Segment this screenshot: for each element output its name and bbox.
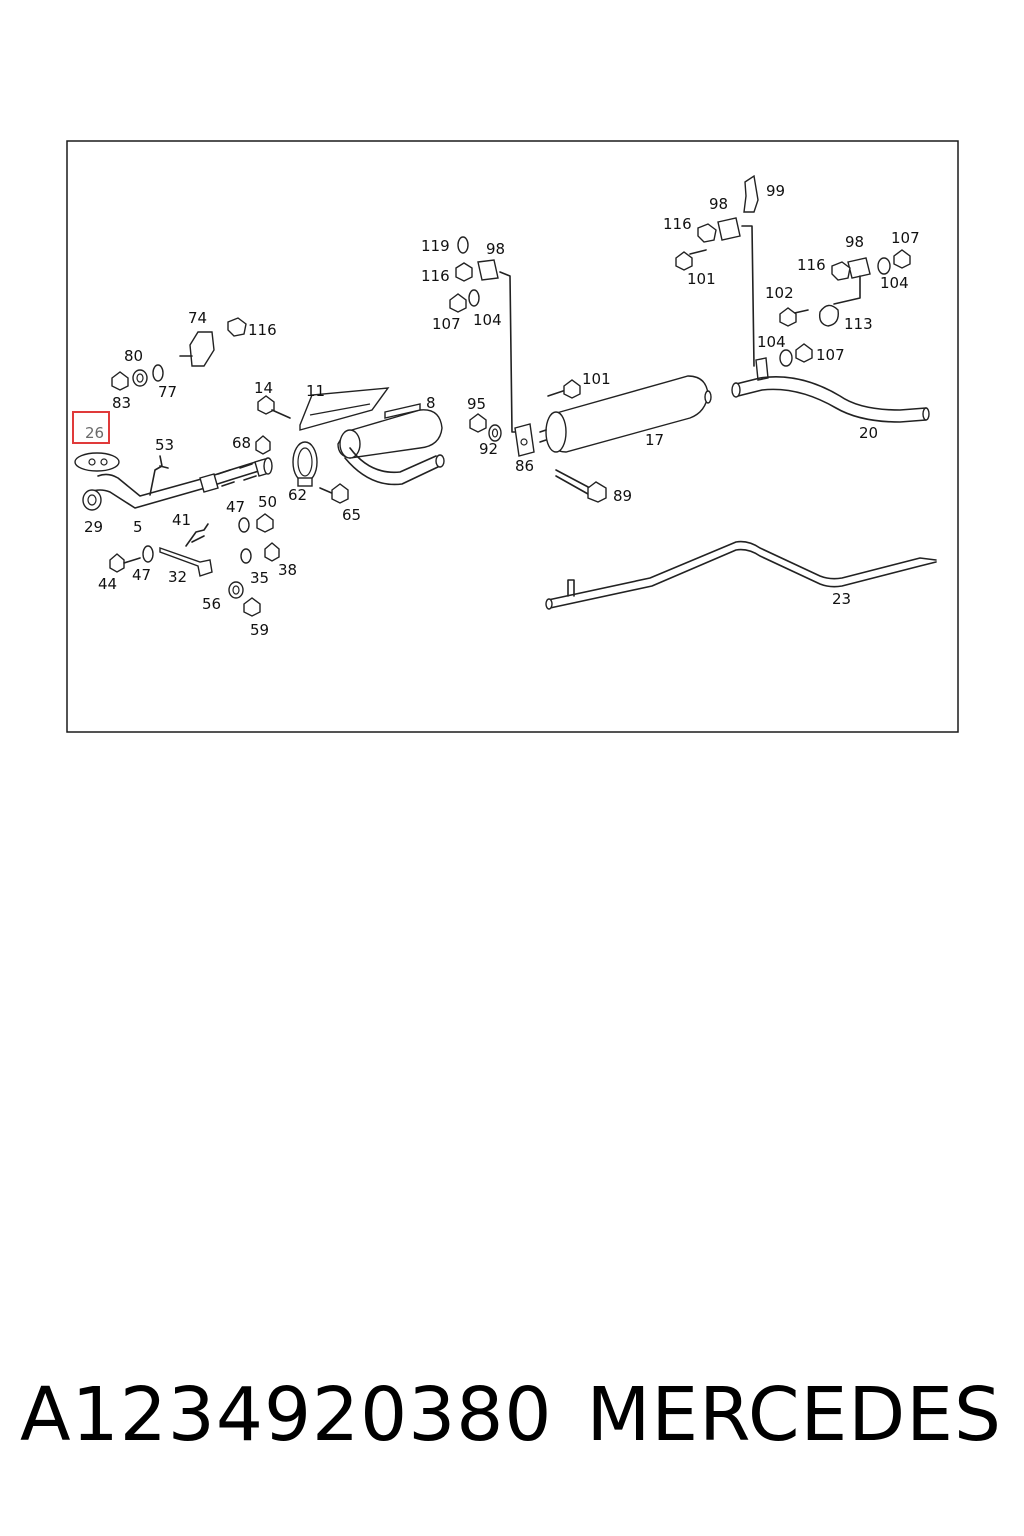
label-101: 101 — [582, 370, 611, 388]
label-23: 23 — [832, 590, 851, 608]
label-26: 26 — [85, 424, 104, 442]
label-5: 5 — [133, 518, 143, 536]
label-116: 116 — [248, 321, 277, 339]
nut-68 — [255, 435, 271, 455]
label-14: 14 — [254, 379, 273, 397]
label-116: 116 — [797, 256, 826, 274]
label-11: 11 — [306, 382, 325, 400]
label-98: 98 — [709, 195, 728, 213]
highlight-box — [72, 411, 110, 444]
bolt-65 — [319, 483, 349, 504]
label-50: 50 — [258, 493, 277, 511]
label-29: 29 — [84, 518, 103, 536]
rear-muffler-17 — [539, 375, 712, 453]
label-56: 56 — [202, 595, 221, 613]
label-47: 47 — [132, 566, 151, 584]
label-95: 95 — [467, 395, 486, 413]
label-59: 59 — [250, 621, 269, 639]
label-98: 98 — [845, 233, 864, 251]
washer-80 — [132, 369, 148, 387]
label-32: 32 — [168, 568, 187, 586]
label-107: 107 — [432, 315, 461, 333]
nut-95 — [469, 413, 487, 433]
label-98: 98 — [486, 240, 505, 258]
washer-47-a — [238, 517, 250, 533]
bolt-89 — [555, 469, 607, 503]
bracket-32 — [159, 547, 213, 577]
label-104: 104 — [880, 274, 909, 292]
tailpipe-20 — [731, 376, 930, 423]
label-65: 65 — [342, 506, 361, 524]
bolt-14 — [257, 395, 291, 419]
label-80: 80 — [124, 347, 143, 365]
label-35: 35 — [250, 569, 269, 587]
label-74: 74 — [188, 309, 207, 327]
label-89: 89 — [613, 487, 632, 505]
bolt-101-a — [547, 379, 581, 399]
label-104: 104 — [757, 333, 786, 351]
nut-59 — [243, 597, 261, 617]
label-68: 68 — [232, 434, 251, 452]
nut-116-a — [227, 317, 247, 337]
pipe-23 — [545, 540, 937, 610]
label-41: 41 — [172, 511, 191, 529]
label-107: 107 — [891, 229, 920, 247]
bracket-53 — [149, 455, 169, 496]
washer-77 — [152, 364, 164, 382]
label-101: 101 — [687, 270, 716, 288]
nut-50 — [256, 513, 274, 533]
label-8: 8 — [426, 394, 436, 412]
brand-name: MERCEDES — [586, 1372, 1002, 1458]
part-labels: 74 116 80 83 77 14 11 8 26 53 68 29 5 62… — [84, 182, 920, 639]
label-92: 92 — [479, 440, 498, 458]
nut-83 — [111, 371, 129, 391]
label-104: 104 — [473, 311, 502, 329]
label-53: 53 — [155, 436, 174, 454]
label-116: 116 — [421, 267, 450, 285]
hanger-group-98-rear — [675, 217, 813, 381]
label-113: 113 — [844, 315, 873, 333]
label-38: 38 — [278, 561, 297, 579]
washer-47-b — [142, 545, 154, 563]
gasket-26 — [74, 452, 120, 472]
label-102: 102 — [765, 284, 794, 302]
bracket-99 — [743, 174, 759, 213]
label-83: 83 — [112, 394, 131, 412]
clamp-62 — [292, 441, 318, 487]
label-116: 116 — [663, 215, 692, 233]
bracket-74 — [179, 331, 215, 367]
washer-92 — [488, 424, 502, 442]
heat-shield-11 — [299, 387, 390, 431]
diagram-frame — [66, 140, 959, 733]
label-47: 47 — [226, 498, 245, 516]
center-muffler-8 — [337, 403, 445, 486]
label-17: 17 — [645, 431, 664, 449]
label-99: 99 — [766, 182, 785, 200]
label-77: 77 — [158, 383, 177, 401]
front-pipe-5 — [89, 457, 273, 509]
nut-38 — [264, 542, 280, 562]
bolt-44 — [109, 553, 141, 573]
footer: A1234920380 MERCEDES — [0, 1370, 1024, 1480]
flange-29 — [82, 489, 102, 511]
label-107: 107 — [816, 346, 845, 364]
label-119: 119 — [421, 237, 450, 255]
bracket-86 — [514, 423, 535, 457]
label-86: 86 — [515, 457, 534, 475]
hanger-group-98-right — [779, 249, 911, 327]
washer-56 — [228, 581, 244, 599]
part-number: A1234920380 — [20, 1372, 553, 1458]
label-20: 20 — [859, 424, 878, 442]
bracket-41 — [185, 523, 209, 547]
washer-35 — [240, 548, 252, 564]
exhaust-system-diagram: 74 116 80 83 77 14 11 8 26 53 68 29 5 62… — [66, 140, 959, 733]
label-62: 62 — [288, 486, 307, 504]
label-44: 44 — [98, 575, 117, 593]
